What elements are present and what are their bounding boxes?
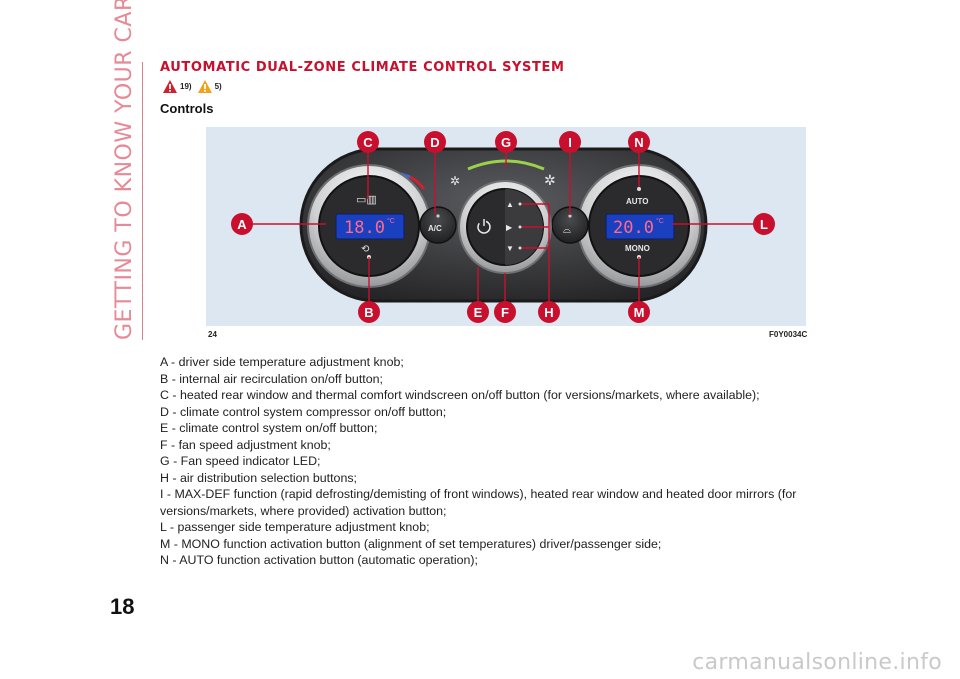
warning-ref-19: 19) [180, 81, 192, 91]
danger-icon [163, 79, 177, 93]
callout-f: F [494, 301, 516, 323]
driver-temperature-value: 18.0 [344, 218, 385, 238]
legend-item: M - MONO function activation button (ali… [160, 536, 662, 551]
distribution-down-icon[interactable]: ▼ [506, 244, 514, 253]
page-number: 18 [110, 594, 135, 619]
callout-markers: A B C D E F G H I L M N [231, 131, 775, 323]
climate-control-illustration: ✲ ✲ ▭▥ 18.0 °C ⟲ AUTO 20.0 °C MONO [206, 127, 806, 326]
warning-references: 19) 5) [162, 78, 222, 94]
svg-text:C: C [363, 135, 373, 150]
legend-item: H - air distribution selection buttons; [160, 470, 357, 485]
side-section-title: GETTING TO KNOW YOUR CAR [112, 0, 137, 340]
figure-code: F0Y0034C [769, 330, 808, 339]
fan-high-icon: ✲ [544, 172, 556, 188]
svg-text:M: M [634, 305, 645, 320]
svg-text:A: A [237, 217, 247, 232]
controls-subheading: Controls [160, 101, 214, 116]
callout-b: B [358, 301, 380, 323]
legend-item: C - heated rear window and thermal comfo… [160, 388, 760, 402]
callout-l: L [753, 213, 775, 235]
svg-text:H: H [544, 305, 553, 320]
callout-d: D [424, 131, 446, 153]
defrost-icon: ⌓ [563, 225, 571, 236]
section-heading: AUTOMATIC DUAL-ZONE CLIMATE CONTROL SYST… [160, 60, 565, 75]
legend-item: L - passenger side temperature adjustmen… [160, 520, 430, 534]
fan-low-icon: ✲ [450, 174, 460, 188]
warning-ref-5: 5) [214, 81, 222, 91]
watermark: carmanualsonline.info [692, 650, 942, 675]
legend-item: B - internal air recirculation on/off bu… [160, 371, 383, 386]
svg-text:E: E [474, 305, 483, 320]
callout-m: M [628, 301, 650, 323]
driver-temperature-display [335, 213, 405, 240]
passenger-temperature-unit: °C [656, 217, 664, 225]
svg-text:B: B [364, 305, 373, 320]
ac-button[interactable]: A/C [419, 206, 457, 244]
ac-label: A/C [428, 224, 442, 233]
callout-n: N [628, 131, 650, 153]
figure-number: 24 [208, 330, 217, 339]
passenger-temperature-value: 20.0 [613, 218, 654, 238]
svg-text:F: F [501, 305, 509, 320]
auto-label: AUTO [626, 197, 649, 206]
caution-icon [197, 79, 212, 93]
legend-item: D - climate control system compressor on… [160, 404, 447, 419]
legend-item: G - Fan speed indicator LED; [160, 454, 321, 468]
legend-item: I - MAX-DEF function (rapid defrosting/d… [160, 487, 797, 518]
passenger-temperature-display [605, 213, 675, 240]
power-button[interactable] [476, 219, 491, 235]
legend-item: E - climate control system on/off button… [160, 421, 378, 435]
callout-a: A [231, 213, 253, 235]
recirculation-icon: ⟲ [361, 244, 370, 255]
callout-c: C [357, 131, 379, 153]
controls-legend: A - driver side temperature adjustment k… [160, 354, 810, 569]
legend-item: N - AUTO function activation button (aut… [160, 553, 478, 567]
callout-h: H [538, 301, 560, 323]
callout-g: G [495, 131, 517, 153]
distribution-up-icon[interactable]: ▲ [506, 200, 514, 209]
distribution-mid-icon[interactable]: ▶ [506, 223, 513, 232]
mono-label: MONO [625, 244, 650, 253]
rear-window-icon: ▭▥ [356, 194, 377, 206]
legend-item: F - fan speed adjustment knob; [160, 437, 331, 452]
callout-e: E [467, 301, 489, 323]
passenger-temperature-knob[interactable]: AUTO 20.0 °C MONO [577, 164, 701, 288]
legend-item: A - driver side temperature adjustment k… [160, 355, 404, 369]
max-def-button[interactable]: ⌓ [551, 206, 589, 244]
climate-control-figure: ✲ ✲ ▭▥ 18.0 °C ⟲ AUTO 20.0 °C MONO [206, 127, 806, 326]
svg-text:N: N [634, 135, 643, 150]
svg-text:G: G [501, 135, 511, 150]
svg-text:D: D [430, 135, 439, 150]
svg-text:L: L [760, 217, 768, 232]
leader-lines [251, 151, 754, 301]
svg-text:I: I [568, 135, 572, 150]
callout-i: I [559, 131, 581, 153]
side-rule [142, 62, 143, 340]
driver-temperature-unit: °C [387, 217, 395, 225]
